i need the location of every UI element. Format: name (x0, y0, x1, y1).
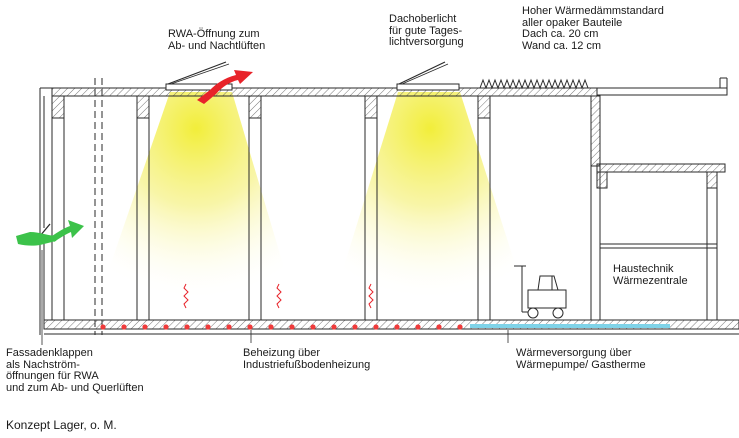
label-heatpump: Wärmeversorgung über Wärmepumpe/ Gasther… (516, 347, 646, 371)
exhaust-arrow (197, 70, 253, 104)
intake-arrow-2 (52, 220, 84, 242)
caption: Konzept Lager, o. M. (6, 418, 117, 432)
intake-arrow (16, 232, 58, 246)
roof-slab (40, 87, 598, 97)
annex-structure (596, 163, 726, 320)
light-beam-right (335, 92, 525, 295)
heat-waves (183, 283, 374, 309)
label-insulation: Hoher Wärmedämmstandard aller opaker Bau… (522, 5, 664, 52)
label-rwa: RWA-Öffnung zum Ab- und Nachtlüften (168, 28, 266, 52)
floor-heating-dots (100, 324, 463, 330)
annex-roof (596, 77, 728, 96)
label-facade: Fassadenklappen als Nachström- öffnungen… (6, 347, 144, 394)
rwa-hatch (165, 61, 233, 91)
leader-lines (41, 250, 509, 345)
skylight-hatch (396, 61, 460, 91)
partition-wall (590, 95, 601, 320)
floor-slab (43, 319, 739, 335)
columns (136, 95, 491, 320)
label-skylight: Dachoberlicht für gute Tages- lichtverso… (389, 13, 464, 48)
light-beam-left (100, 92, 292, 295)
roof-insulation-zigzag (479, 78, 589, 90)
facade-wall (39, 87, 65, 335)
forklift-icon (514, 265, 567, 319)
break-lines (94, 78, 103, 335)
label-heating: Beheizung über Industriefußbodenheizung (243, 347, 371, 371)
label-technik: Haustechnik Wärmezentrale (613, 263, 688, 287)
